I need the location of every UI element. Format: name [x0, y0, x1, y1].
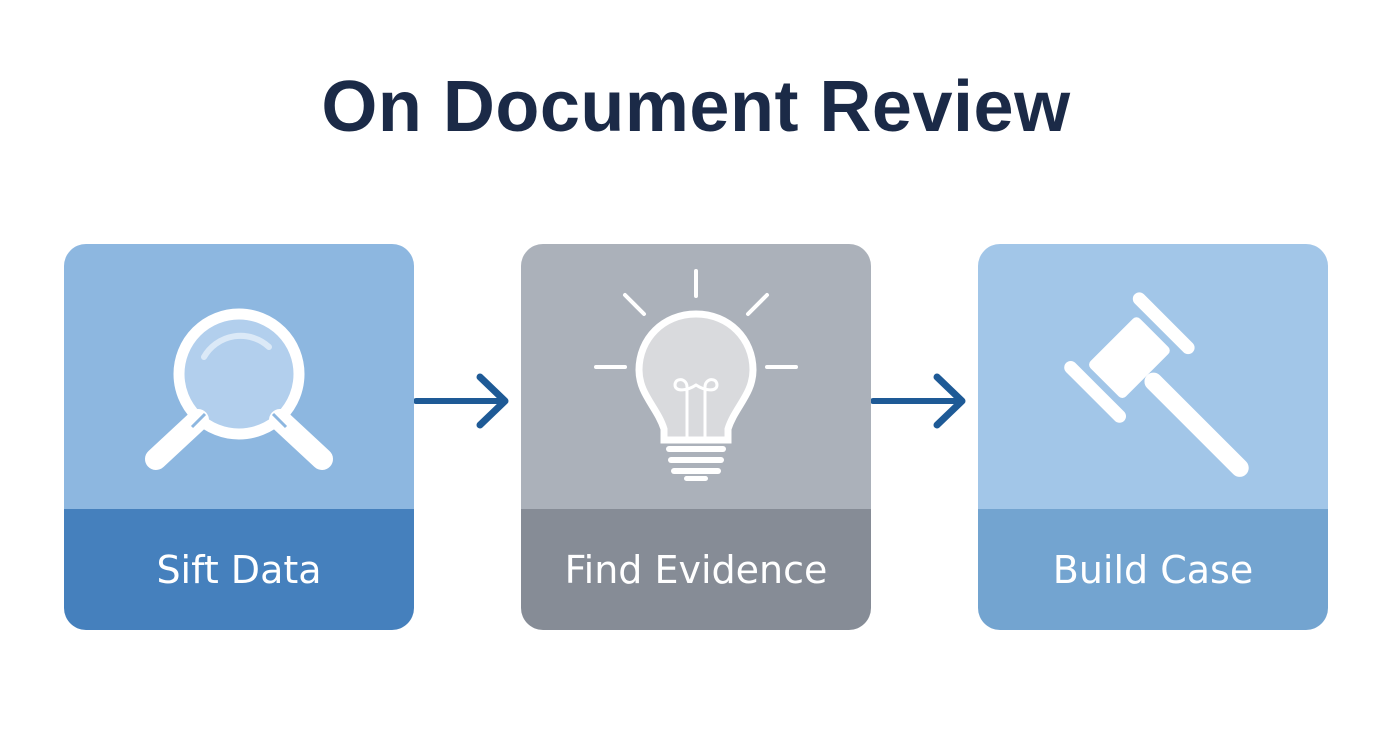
step-icon-area [521, 244, 871, 509]
step-label: Sift Data [156, 547, 322, 592]
step-label-area: Build Case [978, 509, 1328, 630]
magnifying-glass-icon [145, 308, 333, 470]
step-label: Build Case [1052, 547, 1254, 592]
step-find-evidence: Find Evidence [521, 244, 871, 630]
step-label-area: Find Evidence [521, 509, 871, 630]
gavel-icon [1064, 292, 1249, 477]
step-icon-area [978, 244, 1328, 509]
lightbulb-icon [594, 269, 798, 481]
step-sift-data: Sift Data [64, 244, 414, 630]
step-label: Find Evidence [564, 547, 828, 592]
step-label-area: Sift Data [64, 509, 414, 630]
diagram-title: On Document Review [321, 67, 1071, 147]
step-build-case: Build Case [978, 244, 1328, 630]
arrow-right-icon [871, 373, 966, 429]
step-icon-area [64, 244, 414, 509]
arrow-right-icon [414, 373, 509, 429]
